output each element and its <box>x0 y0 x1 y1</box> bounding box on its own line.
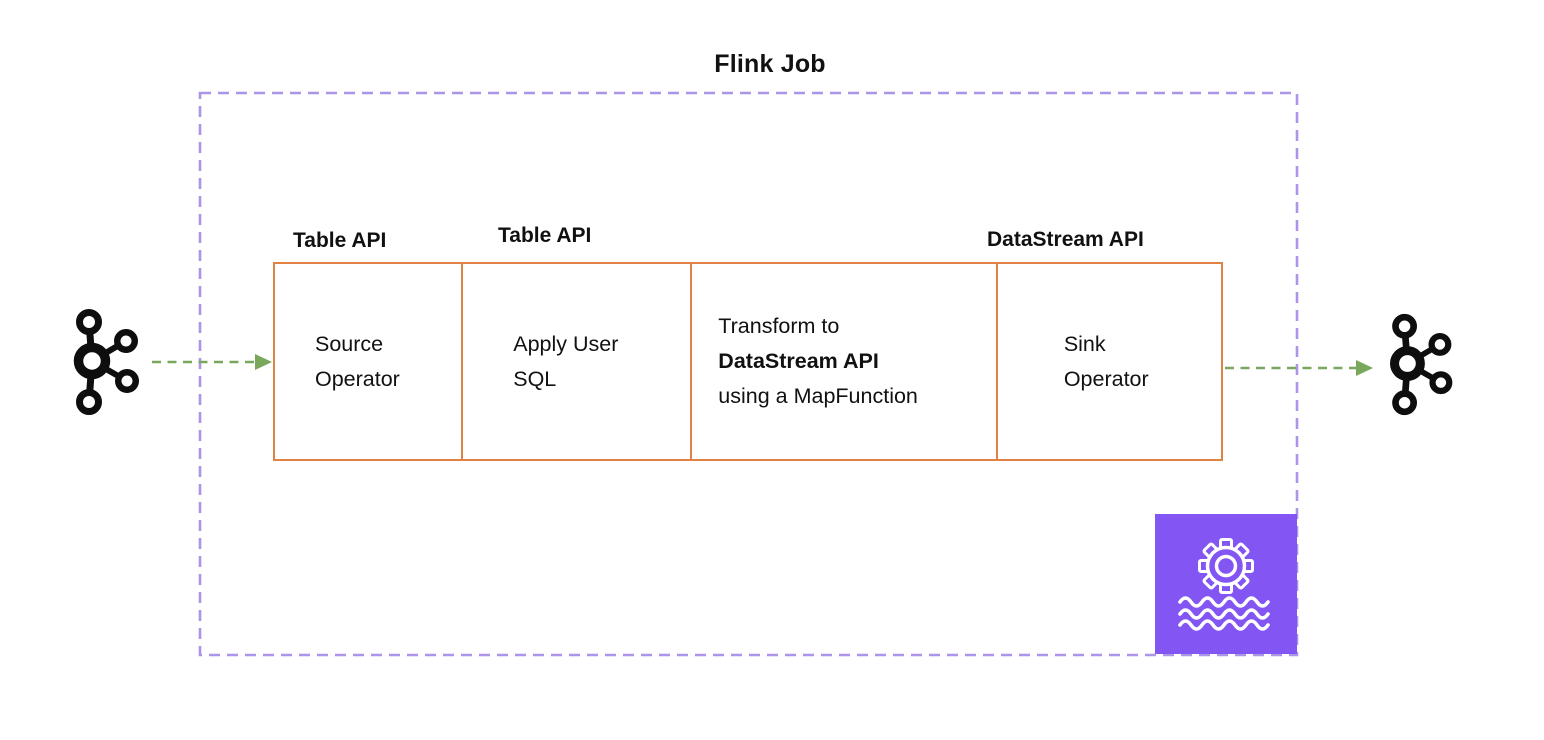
waves-icon <box>1178 596 1270 631</box>
gear-icon <box>1198 538 1254 594</box>
flink-job-boundary <box>198 91 1299 657</box>
source-to-flink-arrow <box>152 354 272 370</box>
api-label-table-api-1: Table API <box>293 229 387 252</box>
apply-user-sql-box: Apply User SQL <box>461 264 690 459</box>
transform-line: Transform to <box>718 314 840 338</box>
kafka-sink-icon <box>1390 313 1453 416</box>
managed-flink-icon <box>1155 514 1297 654</box>
apply-user-sql-line: SQL <box>513 366 557 391</box>
transform-line: using a MapFunction <box>718 384 918 408</box>
sink-operator-line: Sink <box>1063 331 1106 356</box>
apply-user-sql-line: Apply User <box>513 331 619 356</box>
flink-to-sink-arrow <box>1225 360 1373 376</box>
api-label-table-api-2: Table API <box>498 224 592 247</box>
sink-operator-line: Operator <box>1063 366 1149 391</box>
kafka-source-icon <box>73 309 139 415</box>
transform-line-bold: DataStream API <box>718 349 879 373</box>
transform-box: Transform to DataStream API using a MapF… <box>690 264 996 459</box>
diagram-title: Flink Job <box>714 50 826 78</box>
source-operator-box: Source Operator <box>275 264 461 459</box>
operator-pipeline: Source Operator Apply User SQL Transform… <box>273 262 1223 461</box>
sink-operator-box: Sink Operator <box>995 264 1221 459</box>
source-operator-line: Source <box>315 331 384 356</box>
source-operator-line: Operator <box>315 366 400 391</box>
api-label-datastream-api: DataStream API <box>987 228 1144 251</box>
